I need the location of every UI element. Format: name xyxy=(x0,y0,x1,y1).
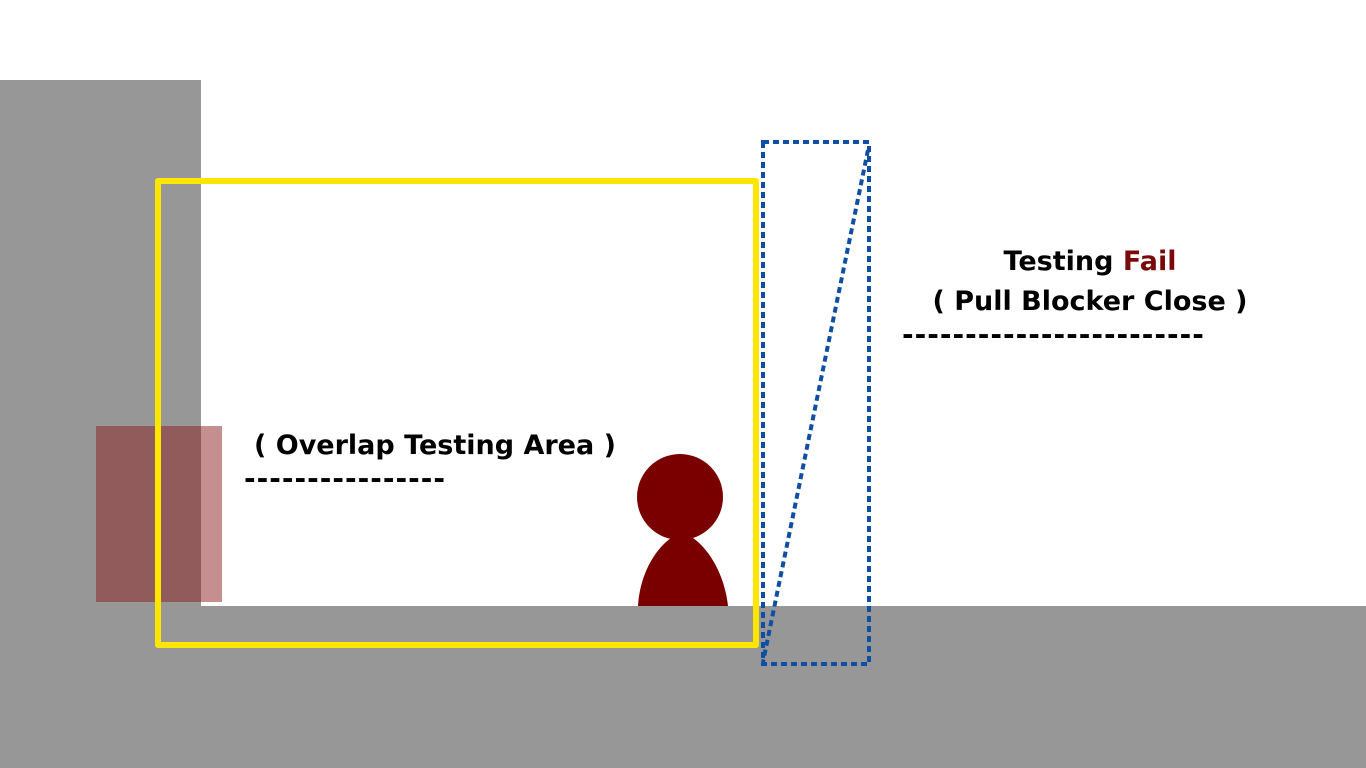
status-title: Testing Fail xyxy=(900,243,1280,281)
floor xyxy=(0,606,1366,768)
status-block: Testing Fail ( Pull Blocker Close ) xyxy=(900,243,1280,323)
person-icon xyxy=(637,454,728,606)
testing-area-outline xyxy=(155,178,759,648)
overlap-area-underline: ---------------- xyxy=(244,462,446,495)
status-prefix: Testing xyxy=(1003,246,1123,277)
overlap-area-label: ( Overlap Testing Area ) xyxy=(254,430,616,461)
status-detail: ( Pull Blocker Close ) xyxy=(932,286,1248,317)
status-fail-word: Fail xyxy=(1122,246,1177,277)
status-underline: ------------------------ xyxy=(902,318,1205,351)
blocker-icon xyxy=(761,140,871,666)
